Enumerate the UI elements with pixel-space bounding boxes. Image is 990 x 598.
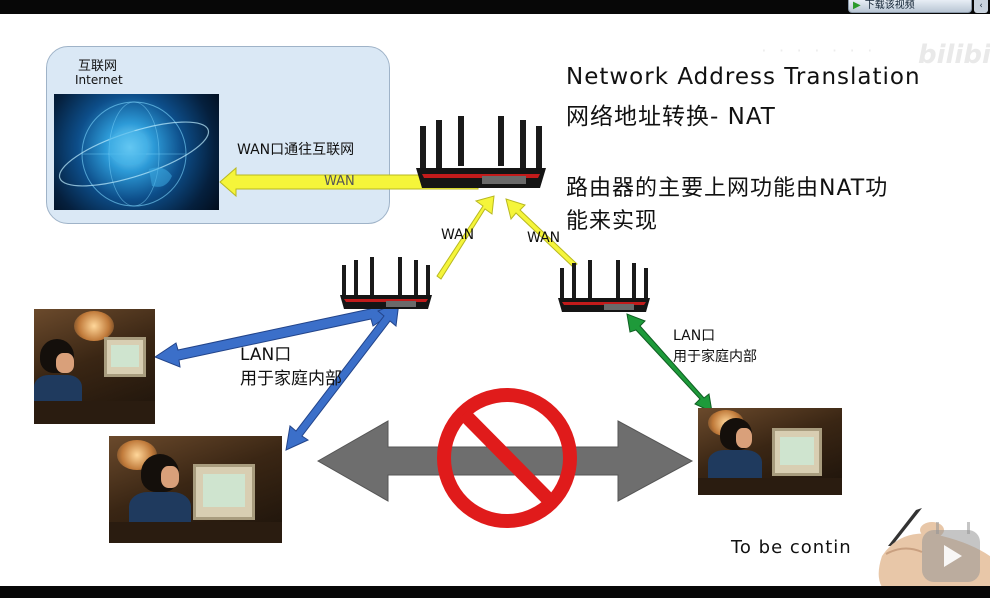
faint-watermark-text: · · · · · · · [760,44,875,59]
prohibition-slash [459,409,556,507]
lan-left-label-1: LAN口 [240,345,292,365]
download-video-button[interactable]: ▶下载该视频 [848,0,972,13]
wan-right-arrow [505,198,578,268]
download-video-label: 下载该视频 [864,0,915,11]
main-router-icon [416,116,546,188]
title-english: Network Address Translation [566,64,921,90]
description-line-1: 路由器的主要上网功能由NAT功 [566,176,889,201]
computer-user-photo-3 [698,408,842,495]
lan-right-label-1: LAN口 [673,328,716,344]
wan-main-arrow [219,166,479,198]
wan-left-label: WAN [441,227,475,243]
to-be-continued-text: To be contin [731,537,852,558]
wan0-label: WAN口通往互联网 [237,142,355,158]
lan-right-arrow [626,313,713,413]
wan-left-arrow [436,195,495,280]
title-chinese-nat: 网络地址转换- NAT [566,104,776,130]
globe-lines [58,101,210,207]
description-line-2: 能来实现 [566,209,659,234]
wan-right-label: WAN [527,230,561,246]
internet-title-cn: 互联网 [78,59,118,74]
internet-title-en: Internet [75,73,123,87]
player-bottom-bar [0,586,990,598]
player-top-bar [0,0,990,14]
left-router-icon [340,257,432,309]
player-extra-button[interactable]: ‹ [974,0,988,13]
play-icon: ▶ [853,0,861,11]
bilibili-logo-icon [922,530,980,582]
lan-left-label-2: 用于家庭内部 [240,369,342,389]
bilibili-watermark: bilibili [918,40,990,70]
computer-user-photo-1 [34,309,155,424]
lan-right-label-2: 用于家庭内部 [673,349,757,365]
globe-image [54,94,219,210]
right-router-icon [558,260,650,312]
computer-user-photo-2 [109,436,282,543]
prohibition-circle [437,388,577,528]
wan-main-label: WAN [324,174,355,189]
